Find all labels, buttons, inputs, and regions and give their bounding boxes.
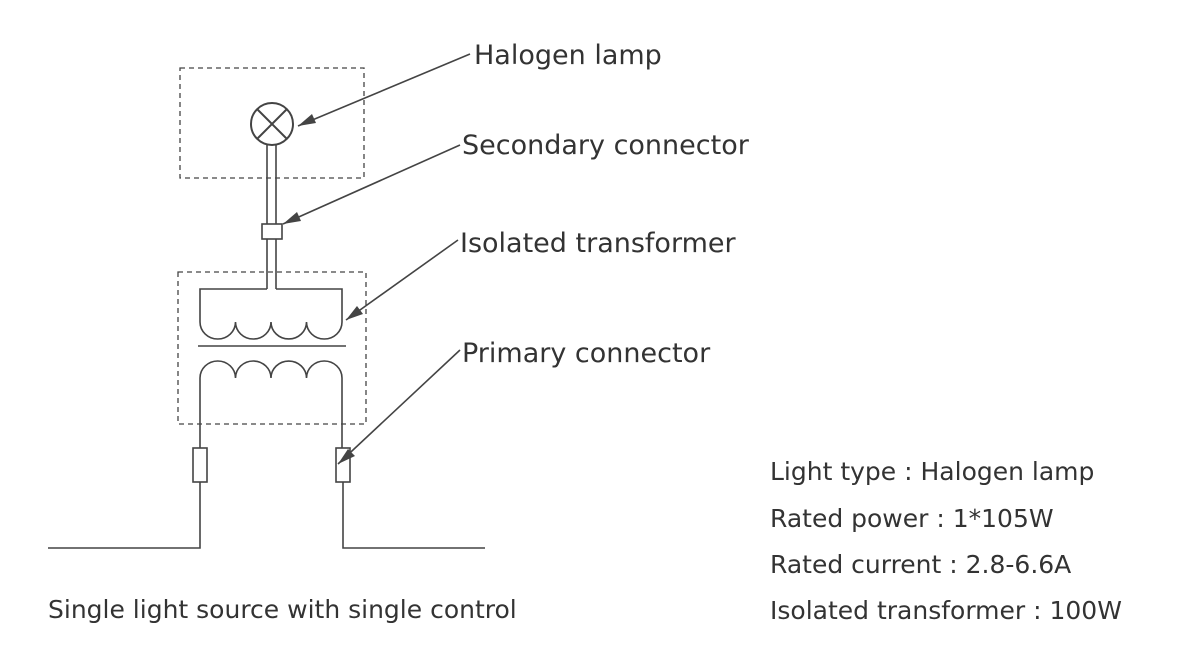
leader-secondary-connector	[282, 144, 461, 225]
leader-isolated-transformer	[345, 239, 459, 321]
secondary-winding	[199, 288, 343, 340]
spec-isolated-transformer: Isolated transformer : 100W	[770, 596, 1122, 625]
primary-winding	[199, 360, 343, 448]
halogen-lamp-icon	[250, 102, 294, 146]
primary-lead-left	[48, 482, 201, 549]
secondary-connector-icon	[261, 223, 283, 240]
leader-primary-connector	[337, 349, 461, 465]
label-secondary-connector: Secondary connector	[462, 130, 749, 161]
spec-light-type: Light type : Halogen lamp	[770, 457, 1095, 486]
spec-rated-current: Rated current : 2.8-6.6A	[770, 550, 1072, 579]
label-halogen-lamp: Halogen lamp	[474, 40, 662, 71]
label-primary-connector: Primary connector	[462, 338, 711, 369]
primary-connector-left-icon	[192, 447, 208, 483]
spec-rated-power: Rated power : 1*105W	[770, 504, 1054, 533]
label-isolated-transformer: Isolated transformer	[460, 228, 736, 259]
lamp-enclosure	[179, 67, 365, 179]
transformer-enclosure	[177, 271, 367, 425]
diagram-caption: Single light source with single control	[48, 595, 517, 624]
primary-lead-right	[342, 482, 485, 549]
leader-halogen-lamp	[297, 53, 471, 127]
